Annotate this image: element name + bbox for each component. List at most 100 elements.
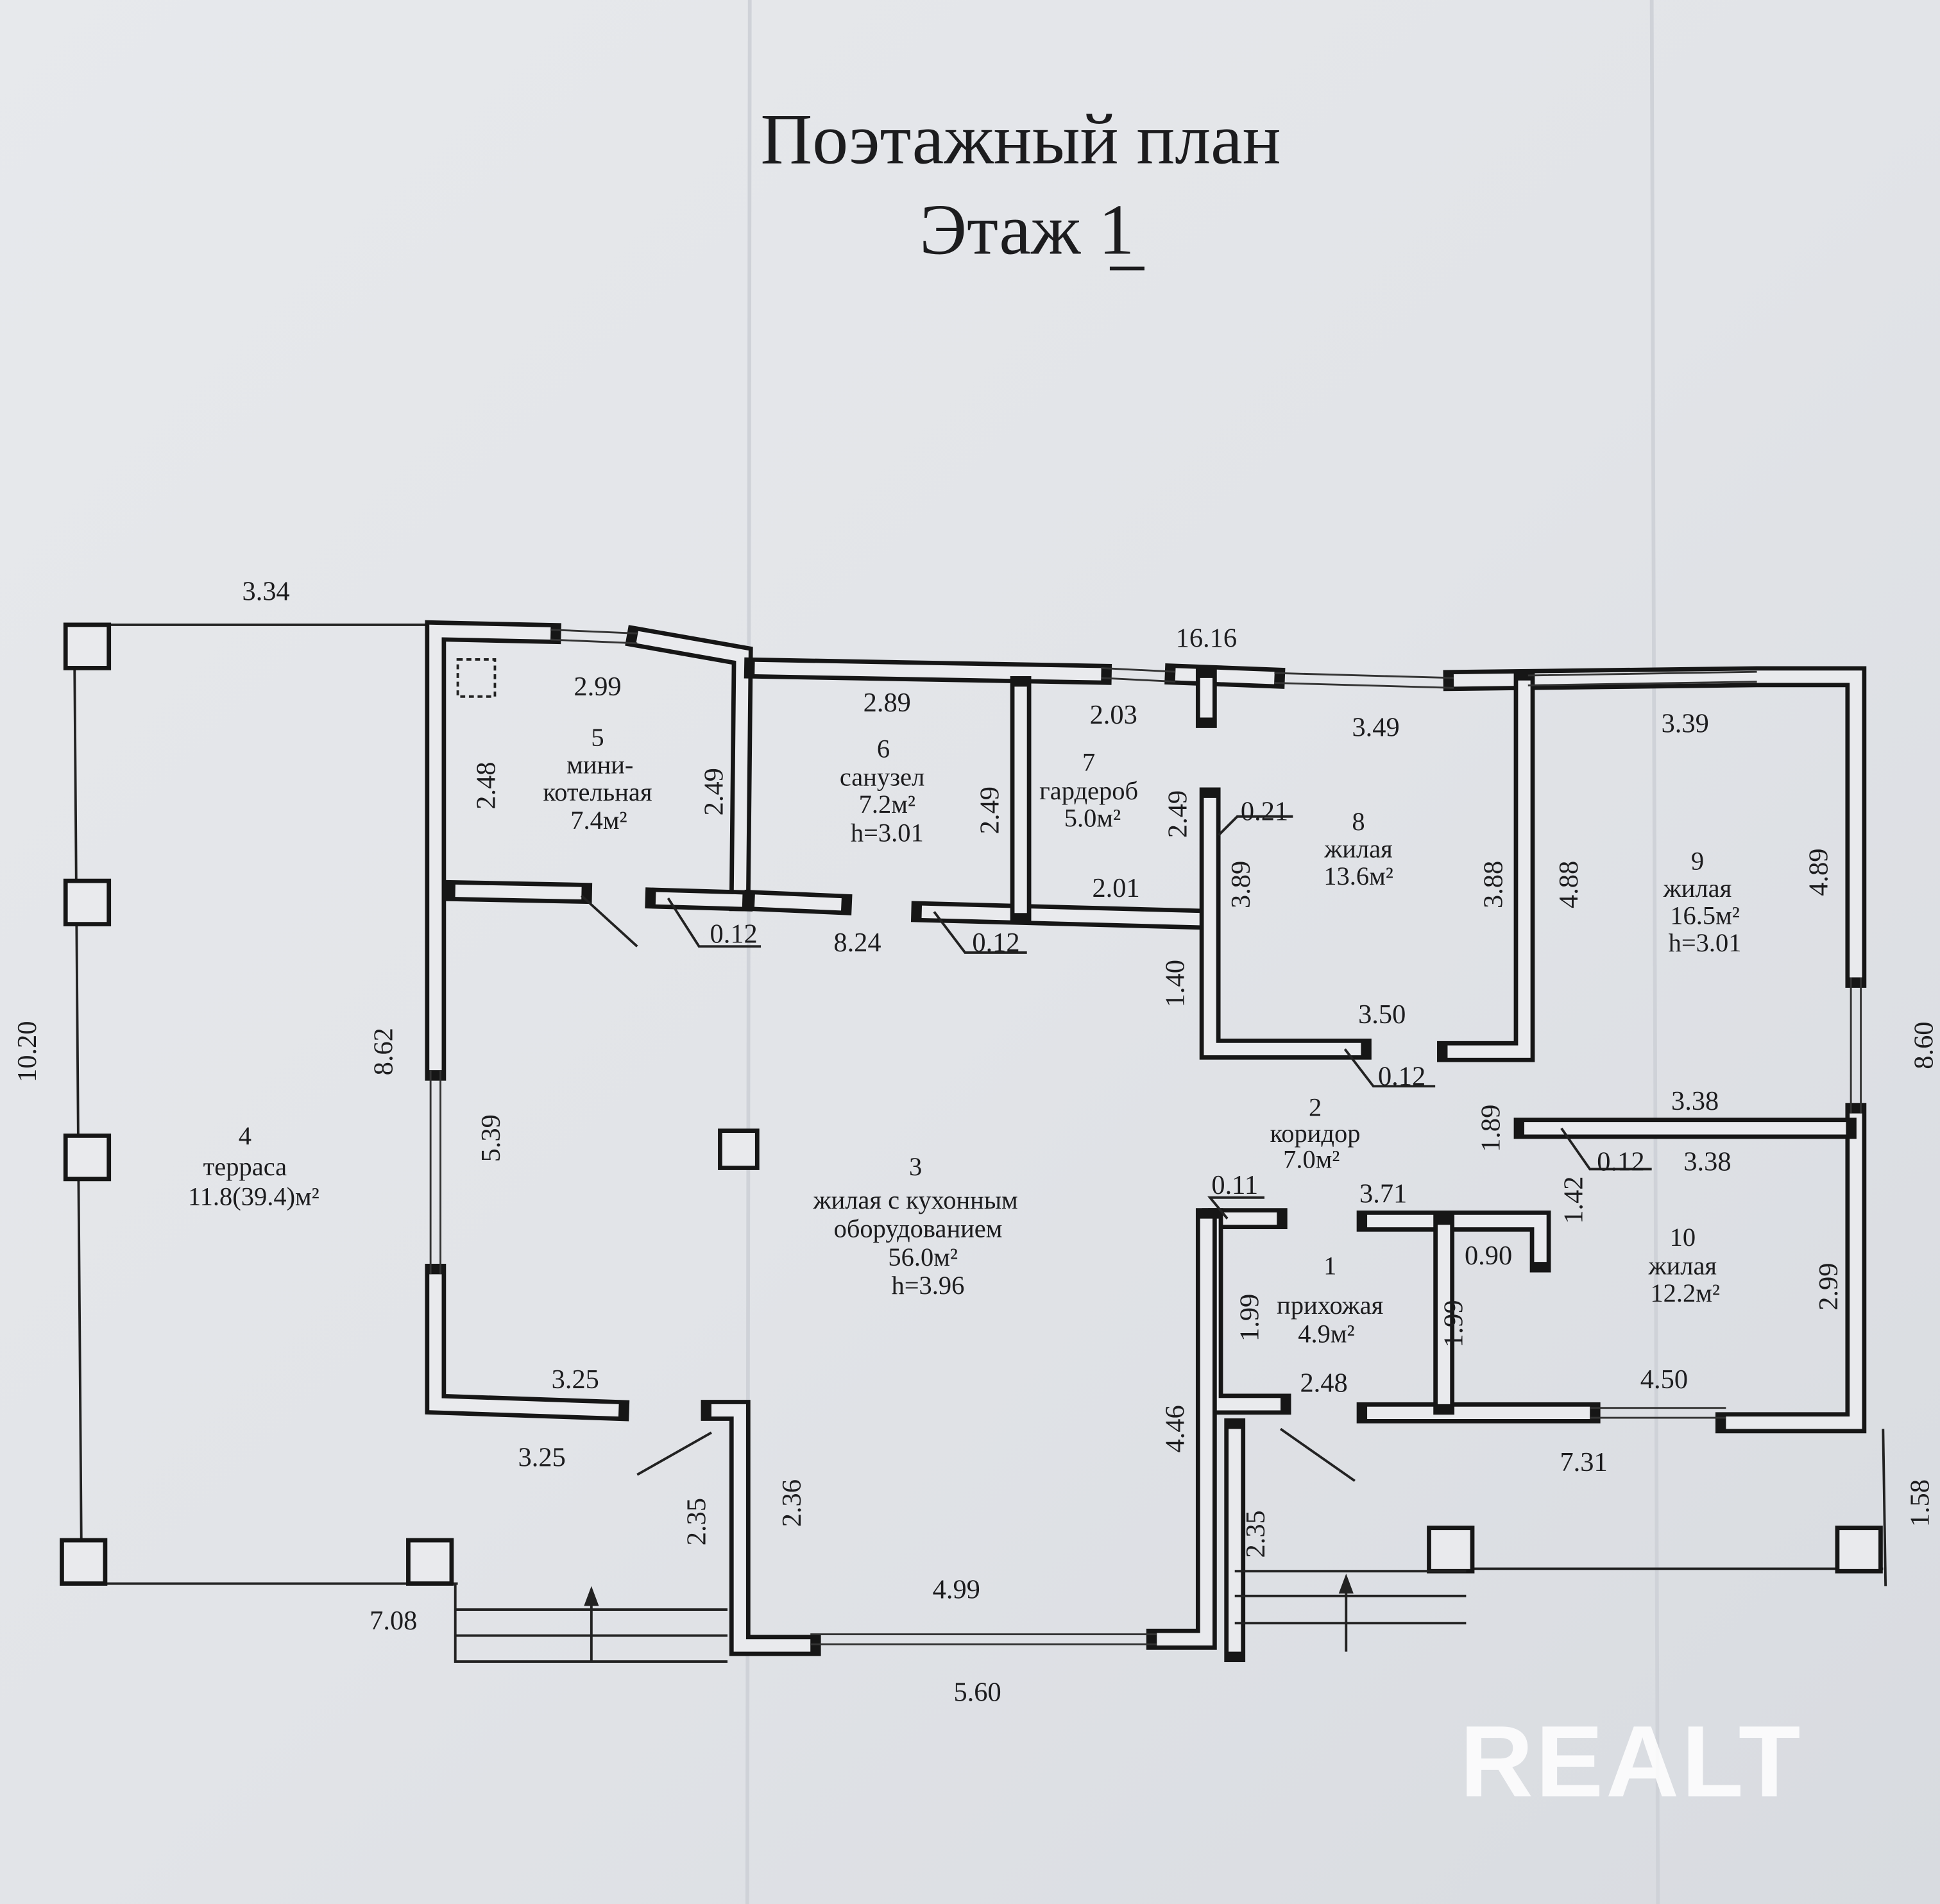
room-name: санузел [840, 763, 925, 792]
room-area: 4.9м² [1298, 1319, 1354, 1348]
dimension-label: 2.48 [471, 762, 501, 810]
wall-segment [1453, 670, 1862, 978]
dimension-label: 0.11 [1211, 1170, 1258, 1200]
floor-number: 1 [1098, 190, 1134, 269]
room-number: 7 [1082, 747, 1095, 776]
arrow-up-icon [1338, 1574, 1354, 1594]
wall-segment [429, 624, 551, 1071]
terrace-posts [60, 622, 1883, 1586]
room-number: 3 [909, 1152, 922, 1181]
floor-label: Этаж 1 [919, 190, 1134, 269]
dimension-label: 8.62 [368, 1028, 398, 1075]
wall-segment [455, 884, 582, 900]
dimension-label: 4.99 [933, 1575, 980, 1605]
room-area: 11.8(39.4)м² [188, 1182, 319, 1211]
post-icon [1427, 1526, 1475, 1574]
dimension-label: 0.12 [1597, 1146, 1644, 1177]
wall-segment [754, 661, 1102, 681]
room-area: 7.2м² [859, 790, 915, 819]
dimension-label: 2.49 [974, 786, 1005, 834]
wall-segment [1175, 668, 1275, 684]
door-swings [581, 815, 1652, 1483]
dimension-label: 3.39 [1662, 709, 1709, 739]
room-area: 13.6м² [1323, 862, 1393, 890]
windows [429, 629, 1862, 1645]
dimension-label: 8.24 [833, 928, 881, 958]
dimension-label: 7.31 [1560, 1447, 1607, 1477]
dimension-label: 10.20 [12, 1021, 42, 1082]
wall-segment [429, 1274, 619, 1417]
dimension-label: 3.25 [552, 1364, 599, 1395]
dimension-label: 1.58 [1905, 1479, 1936, 1527]
room-number: 9 [1691, 847, 1704, 876]
kitchen-column-icon [718, 1128, 760, 1170]
dimension-label: 2.89 [864, 688, 911, 718]
dimension-label: 1.42 [1559, 1177, 1589, 1224]
entry-steps-right [1234, 1570, 1467, 1652]
dimension-label: 3.38 [1671, 1086, 1719, 1116]
room-area: 5.0м² [1064, 803, 1121, 832]
arrow-up-icon [584, 1586, 599, 1606]
dimension-label: 2.49 [699, 768, 729, 815]
post-icon [63, 1134, 112, 1182]
room-label-6: 6 санузел 7.2м² h=3.01 [840, 734, 925, 847]
room-label-10: 10 жилая 12.2м² [1648, 1223, 1720, 1307]
room-area: 16.5м² [1670, 901, 1740, 930]
wall-segment [1204, 797, 1361, 1056]
wall-segment [1447, 680, 1531, 1058]
room-name: прихожая [1277, 1291, 1383, 1320]
dimension-label: 2.35 [681, 1498, 711, 1545]
wall-segment [655, 892, 743, 907]
room-number: 6 [877, 734, 890, 763]
post-icon [60, 1538, 108, 1586]
terrace-outline [72, 623, 1887, 1586]
wall-segment [754, 894, 842, 911]
wall-segment [636, 631, 749, 901]
dimension-label: 3.49 [1352, 712, 1399, 742]
room-label-2: 2 коридор 7.0м² [1270, 1093, 1361, 1174]
room-area: 12.2м² [1650, 1279, 1720, 1307]
dimension-label: 0.21 [1241, 797, 1288, 827]
dimension-label: 1.99 [1234, 1294, 1264, 1341]
post-icon [1835, 1526, 1883, 1574]
paper-fold [1649, 0, 1660, 1904]
dimension-label: 3.38 [1683, 1146, 1731, 1177]
room-label-7: 7 гардероб 5.0м² [1039, 747, 1138, 832]
room-area: 56.0м² [888, 1243, 958, 1271]
room-name: коридор [1270, 1119, 1361, 1148]
dimension-label: 0.12 [972, 928, 1019, 958]
entry-steps-left [454, 1583, 728, 1663]
dimension-label: 1.99 [1439, 1300, 1469, 1347]
room-name: котельная [543, 778, 652, 806]
floor-label-word: Этаж [919, 190, 1081, 269]
dimension-label: 8.60 [1909, 1021, 1939, 1069]
dimension-label: 2.99 [574, 672, 621, 702]
room-height: h=3.96 [891, 1271, 964, 1300]
dimension-label: 4.50 [1640, 1364, 1688, 1395]
dimension-label: 4.46 [1161, 1405, 1191, 1452]
dimension-label: 0.12 [710, 919, 758, 949]
room-label-4: 4 терраса 11.8(39.4)м² [188, 1121, 319, 1211]
room-name: терраса [203, 1152, 287, 1181]
dimension-label: 2.48 [1300, 1368, 1347, 1398]
wall-segment [1367, 1214, 1547, 1262]
dimension-label: 3.71 [1359, 1179, 1407, 1209]
room-height: h=3.01 [1669, 928, 1742, 957]
room-name: жилая [1648, 1251, 1717, 1280]
wall-segment [1157, 1218, 1212, 1645]
room-number: 1 [1323, 1251, 1336, 1280]
room-height: h=3.01 [851, 818, 924, 847]
dimension-label: 3.25 [518, 1442, 566, 1472]
room-label-3: 3 жилая с кухонным оборудованием 56.0м² … [813, 1152, 1018, 1300]
room-number: 10 [1670, 1223, 1696, 1252]
dimension-label: 5.39 [476, 1114, 506, 1162]
room-name: жилая с кухонным [813, 1186, 1018, 1214]
dimension-label: 3.88 [1478, 861, 1508, 908]
wall-segment [711, 1404, 811, 1652]
realt-watermark: REALT [1460, 1704, 1803, 1818]
wall-segment [921, 905, 1203, 926]
room-number: 2 [1309, 1093, 1322, 1122]
room-label-9: 9 жилая 16.5м² h=3.01 [1663, 847, 1742, 957]
dimension-label: 7.08 [370, 1606, 417, 1636]
